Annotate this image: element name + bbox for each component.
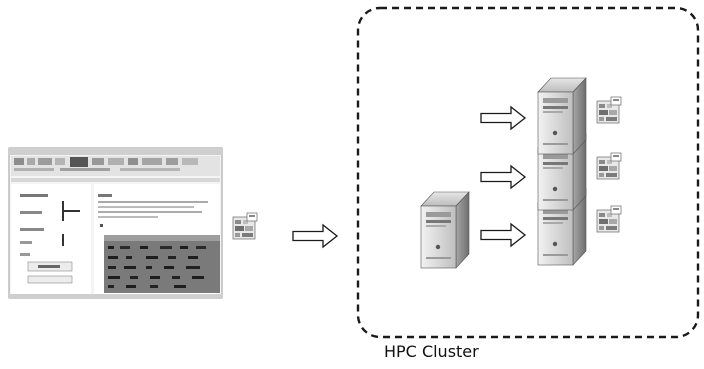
job-file-icon-top	[596, 96, 622, 124]
hpc-cluster-boundary	[356, 6, 700, 339]
job-file-icon-middle	[596, 152, 622, 180]
dispatch-arrow-bottom	[480, 223, 526, 247]
dispatch-arrow-top	[480, 106, 526, 130]
dispatch-arrow-middle	[480, 165, 526, 189]
hpc-cluster-label: HPC Cluster	[384, 342, 479, 361]
head-node-server-icon	[420, 191, 470, 269]
spreadsheet-window-icon	[8, 147, 223, 299]
job-file-icon	[232, 212, 258, 240]
compute-node-server-icon-top	[537, 77, 587, 155]
submit-arrow	[292, 224, 338, 248]
job-file-icon-bottom	[596, 205, 622, 233]
